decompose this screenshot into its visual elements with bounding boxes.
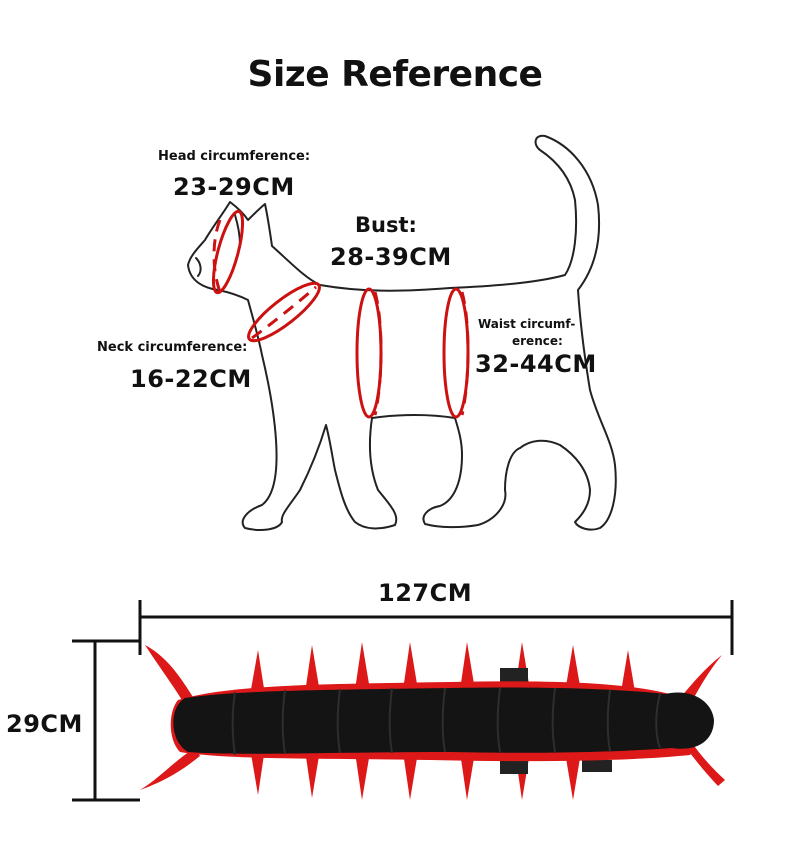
costume-legs-top: [145, 642, 722, 705]
waist-circumference-label-line2: erence:: [512, 334, 563, 348]
cat-outline: [187, 134, 617, 531]
neck-circumference-label: Neck circumference:: [97, 340, 248, 355]
height-value: 29CM: [6, 710, 83, 738]
measurement-dashes: [212, 219, 470, 416]
strap-bottom-right: [582, 760, 612, 772]
costume-segments: [231, 687, 661, 756]
head-circumference-label: Head circumference:: [158, 149, 311, 164]
waist-circumference-value: 32-44CM: [475, 350, 597, 378]
page-title: Size Reference: [247, 54, 543, 95]
strap-bottom-left: [500, 760, 528, 774]
head-circumference-value: 23-29CM: [173, 173, 295, 201]
dimension-lines: [72, 600, 734, 802]
waist-circumference-label-line1: Waist circumf-: [478, 317, 576, 331]
bust-value: 28-39CM: [330, 243, 452, 271]
neck-ring: [247, 281, 321, 343]
neck-circumference-value: 16-22CM: [130, 365, 252, 393]
length-value: 127CM: [378, 579, 473, 607]
bust-label: Bust:: [355, 213, 417, 237]
strap-top: [500, 668, 528, 682]
centipede-costume: [140, 642, 725, 800]
head-ring: [211, 209, 245, 295]
